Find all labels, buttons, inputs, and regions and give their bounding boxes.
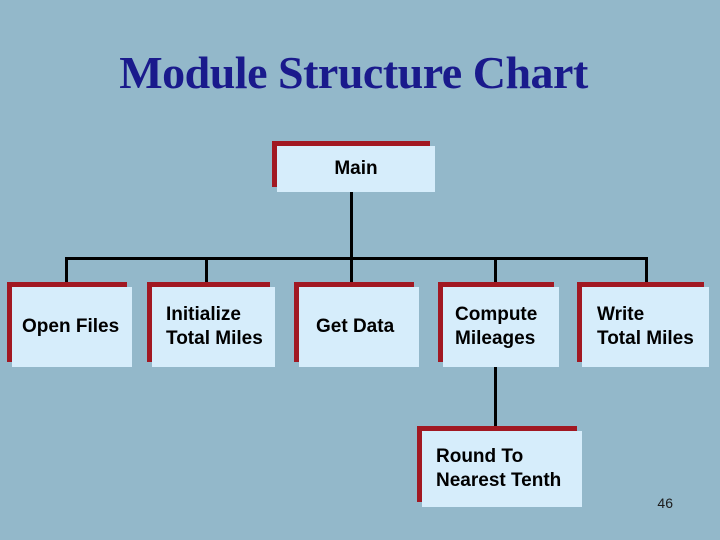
connector-drop-open-files xyxy=(65,257,68,289)
page-number: 46 xyxy=(657,495,673,511)
connector-drop-get-data xyxy=(350,257,353,289)
connector-drop-initialize-total-miles xyxy=(205,257,208,289)
node-initialize-total-miles-label: Initialize Total Miles xyxy=(166,304,263,349)
node-write-total-miles-label: Write Total Miles xyxy=(597,304,694,349)
connector-main-drop xyxy=(350,192,353,260)
node-get-data-label: Get Data xyxy=(316,316,395,337)
node-compute-mileages-label: Compute Mileages xyxy=(455,304,538,349)
connector-horizontal xyxy=(65,257,648,260)
connector-compute-to-round xyxy=(494,367,497,433)
connector-drop-write-total-miles xyxy=(645,257,648,289)
connector-drop-compute-mileages xyxy=(494,257,497,289)
node-open-files: Open Files xyxy=(12,287,132,367)
node-round-to-nearest-tenth-label: Round To Nearest Tenth xyxy=(436,446,562,491)
node-main: Main xyxy=(277,146,435,192)
node-open-files-label: Open Files xyxy=(22,316,120,337)
node-write-total-miles: Write Total Miles xyxy=(582,287,709,367)
node-round-to-nearest-tenth: Round To Nearest Tenth xyxy=(422,431,582,507)
slide-title: Module Structure Chart xyxy=(119,47,588,98)
node-get-data: Get Data xyxy=(299,287,419,367)
node-compute-mileages: Compute Mileages xyxy=(443,287,559,367)
node-initialize-total-miles: Initialize Total Miles xyxy=(152,287,275,367)
node-main-label: Main xyxy=(334,158,378,179)
